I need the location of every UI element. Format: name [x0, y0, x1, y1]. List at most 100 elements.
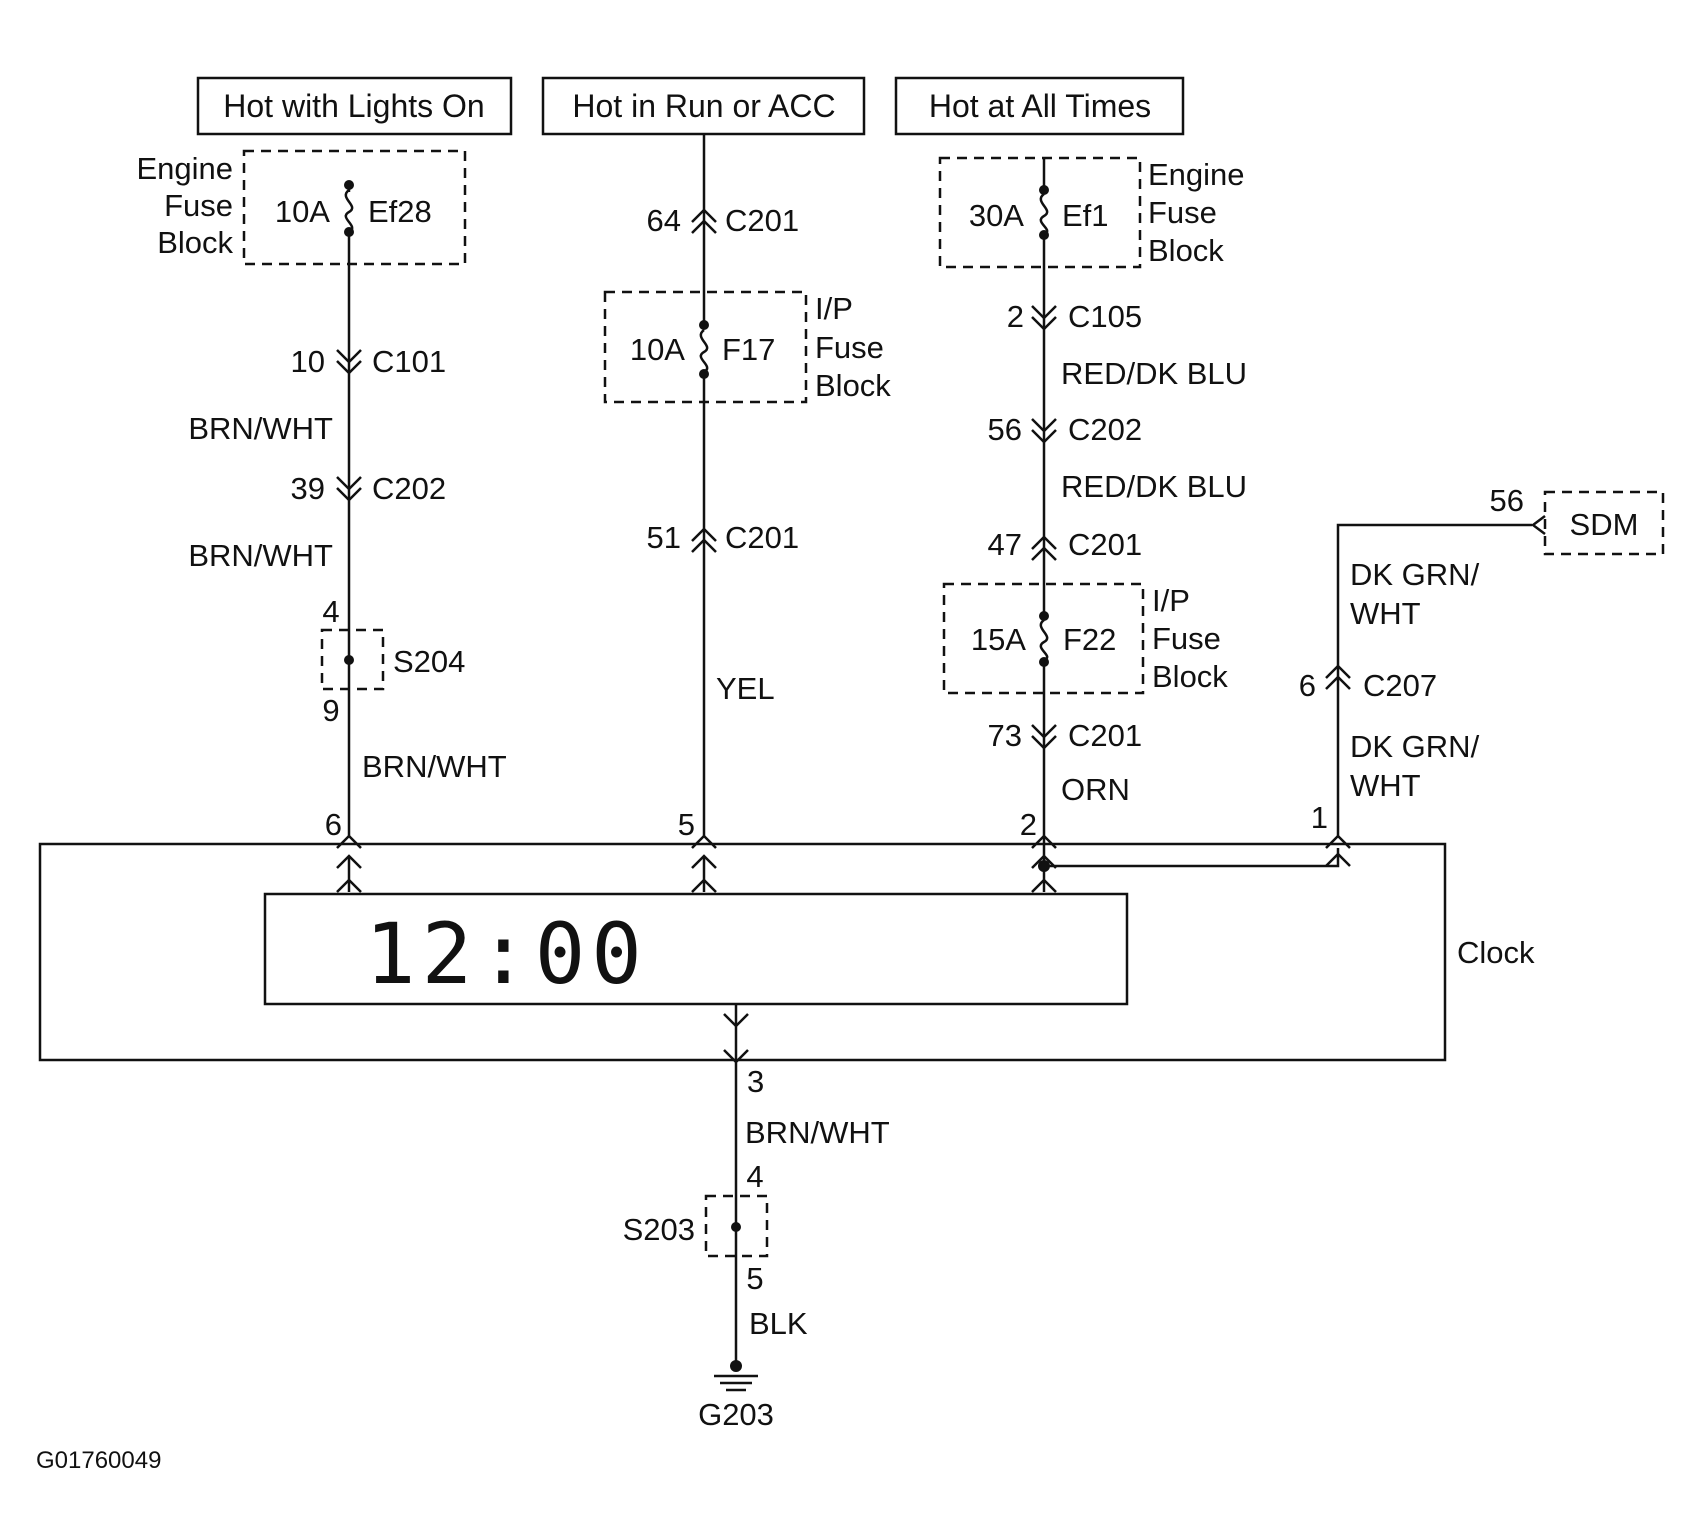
circuit-sdm: SDM 56 DK GRN/ WHT 6 C207 DK GRN/ WHT — [1299, 483, 1665, 836]
wire-color-all-1: RED/DK BLU — [1061, 356, 1247, 391]
clock-label: Clock — [1457, 935, 1535, 970]
fuse-f22-block-2: Fuse — [1152, 621, 1221, 656]
wire-color-sdm-1b: WHT — [1350, 596, 1421, 631]
connector-c202-right-name: C202 — [1068, 412, 1142, 447]
fuse-ef1-block-3: Block — [1148, 233, 1224, 268]
source-lights-on: Hot with Lights On — [196, 76, 513, 136]
connector-up-icon — [691, 208, 717, 234]
circuit-run-acc: 64 C201 10A F17 I/P Fuse Block 51 C201 Y… — [603, 134, 891, 836]
connector-c201-low: 73 C201 — [988, 718, 1143, 753]
fuse-ef1-block-1: Engine — [1148, 157, 1245, 192]
splice-s203-name: S203 — [623, 1212, 695, 1247]
clock-pin-run: 5 — [678, 807, 695, 842]
terminal-icon — [1325, 834, 1351, 849]
terminal-icon — [1325, 852, 1351, 867]
connector-c201-top: 64 C201 — [647, 203, 800, 238]
fuse-f17-block-1: I/P — [815, 291, 853, 326]
source-all-times: Hot at All Times — [894, 76, 1185, 136]
fuse-f22-block-1: I/P — [1152, 583, 1190, 618]
splice-s204-pin-out: 9 — [322, 693, 339, 728]
terminal-icon — [336, 834, 362, 849]
terminal-icon — [691, 878, 717, 893]
sdm-pin: 56 — [1490, 483, 1524, 518]
connector-down-icon — [1031, 305, 1057, 331]
clock-module: Clock 6 5 2 1 12:00 — [38, 800, 1535, 1064]
wire-color-all-3: ORN — [1061, 772, 1130, 807]
clock-display — [263, 892, 1129, 1006]
clock-display-time: 12:00 — [365, 905, 648, 1003]
connector-c207-name: C207 — [1363, 668, 1437, 703]
wire-color-all-2: RED/DK BLU — [1061, 469, 1247, 504]
splice-s203: 4 5 S203 — [623, 1159, 769, 1296]
fuse-ef28-block-2: Fuse — [164, 188, 233, 223]
connector-c201-mid-name: C201 — [725, 520, 799, 555]
fuse-f17-rating: 10A — [630, 332, 685, 367]
clock-pin-ground: 3 — [747, 1064, 764, 1099]
fuse-ef28-block-3: Block — [157, 225, 233, 260]
circuit-all-times: 30A Ef1 Engine Fuse Block 2 C105 RED/DK … — [938, 156, 1247, 868]
connector-up-icon — [1031, 535, 1057, 561]
splice-s204-pin-in: 4 — [322, 594, 339, 629]
connector-c201-top-name: C201 — [725, 203, 799, 238]
connector-c202-left-name: C202 — [372, 471, 446, 506]
source-all-times-label: Hot at All Times — [929, 88, 1151, 124]
connector-up-icon — [691, 527, 717, 553]
clock-pin-all: 2 — [1020, 807, 1037, 842]
terminal-icon — [691, 834, 717, 849]
figure-id: G01760049 — [36, 1447, 161, 1474]
fuse-symbol-icon — [344, 188, 354, 234]
source-run-acc-label: Hot in Run or ACC — [572, 88, 835, 124]
connector-c101: 10 C101 — [291, 344, 447, 379]
wire-color-lights-2: BRN/WHT — [188, 538, 333, 573]
connector-down-icon — [1031, 418, 1057, 444]
fuse-ef1-rating: 30A — [969, 198, 1024, 233]
circuit-ground: 3 BRN/WHT 4 5 S203 BLK G203 — [623, 1062, 890, 1432]
connector-c201-mid-pin: 51 — [647, 520, 681, 555]
splice-s203-pin-out: 5 — [746, 1261, 763, 1296]
terminal-icon — [1031, 854, 1057, 869]
fuse-f17-id: F17 — [722, 332, 775, 367]
sdm-module: SDM 56 — [1490, 483, 1665, 556]
connector-c201-right: 47 C201 — [988, 527, 1143, 562]
fuse-f17: 10A F17 I/P Fuse Block — [603, 290, 891, 404]
wire-color-sdm-2a: DK GRN/ — [1350, 729, 1480, 764]
connector-down-icon — [336, 349, 362, 375]
wire-color-sdm-1a: DK GRN/ — [1350, 557, 1480, 592]
connector-up-icon — [1325, 664, 1351, 690]
connector-down-icon — [336, 476, 362, 502]
terminal-icon — [1031, 834, 1057, 849]
fuse-ef28: 10A Ef28 Engine Fuse Block — [136, 149, 467, 266]
connector-left-icon — [1530, 515, 1546, 535]
fuse-ef1-id: Ef1 — [1062, 198, 1109, 233]
wire-color-run: YEL — [716, 671, 775, 706]
terminal-icon — [1031, 878, 1057, 893]
fuse-ef28-rating: 10A — [275, 194, 330, 229]
fuse-ef28-block-1: Engine — [136, 151, 233, 186]
fuse-ef1: 30A Ef1 Engine Fuse Block — [938, 156, 1245, 269]
fuse-f17-block-3: Block — [815, 368, 891, 403]
ground-label: G203 — [698, 1397, 774, 1432]
connector-c207: 6 C207 — [1299, 664, 1437, 703]
connector-c201-mid: 51 C201 — [647, 520, 800, 555]
terminal-icon — [336, 878, 362, 893]
fuse-symbol-icon — [699, 328, 709, 374]
terminal-icon — [691, 854, 717, 869]
connector-c105-name: C105 — [1068, 299, 1142, 334]
connector-c202-right: 56 C202 — [988, 412, 1143, 447]
source-lights-on-label: Hot with Lights On — [223, 88, 484, 124]
terminal-icon — [723, 1013, 749, 1028]
connector-c201-right-name: C201 — [1068, 527, 1142, 562]
terminal-icon — [336, 854, 362, 869]
fuse-f22: 15A F22 I/P Fuse Block — [942, 582, 1228, 695]
fuse-ef28-id: Ef28 — [368, 194, 432, 229]
splice-s204: 4 9 S204 — [320, 594, 465, 728]
ground-symbol-icon — [714, 1360, 758, 1392]
source-run-acc: Hot in Run or ACC — [541, 76, 866, 136]
wire-color-ground-2: BLK — [749, 1306, 808, 1341]
connector-c202-left: 39 C202 — [291, 471, 447, 506]
sdm-label: SDM — [1570, 507, 1639, 542]
splice-s203-pin-in: 4 — [746, 1159, 763, 1194]
wire-color-lights-1: BRN/WHT — [188, 411, 333, 446]
fuse-f22-block-3: Block — [1152, 659, 1228, 694]
